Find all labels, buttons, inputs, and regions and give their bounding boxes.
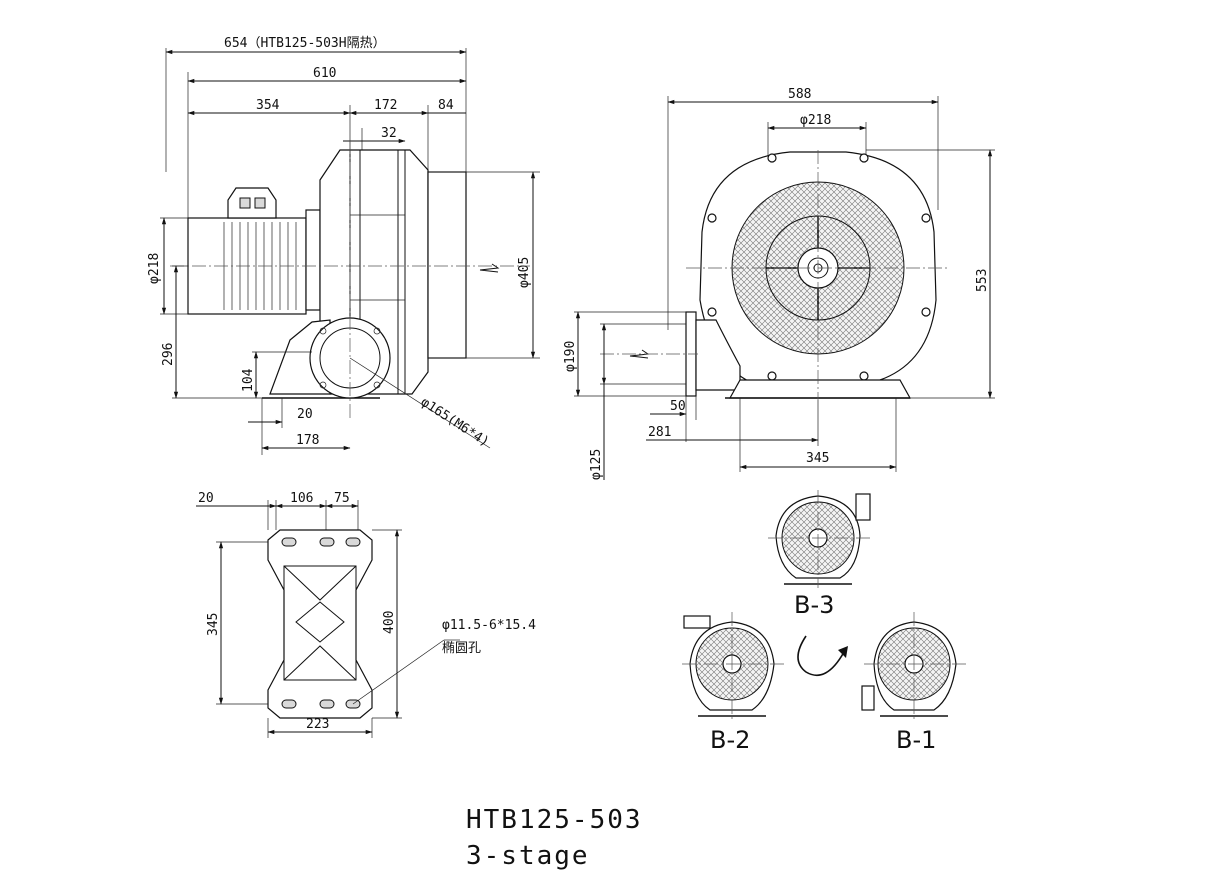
- rotation-arrow-icon: [797, 635, 848, 677]
- dim-stage-width: 32: [381, 126, 397, 141]
- dim-front-width: 588: [788, 87, 811, 102]
- terminal-box: [227, 187, 277, 219]
- dim-flange: φ165(M6*4): [418, 395, 492, 450]
- orientation-b1: B-1: [861, 612, 966, 754]
- dim-inlet-height: 104: [241, 368, 256, 392]
- dim-housing-dia: φ405: [517, 257, 532, 288]
- dim-outlet-bore: φ125: [589, 449, 604, 480]
- dim-hole-pitch: 345: [206, 613, 221, 636]
- outlet-cover: [427, 171, 467, 359]
- side-view: 654（HTB125-503H隔热） 610 354 172 84 32: [147, 36, 540, 455]
- dim-shaft-height: 296: [161, 343, 176, 366]
- dim-hub-dia: φ218: [800, 113, 831, 128]
- dim-motor-dia: φ218: [147, 253, 162, 284]
- dim-base-width-bottom: 223: [306, 717, 329, 732]
- dim-outlet-offset: 281: [648, 425, 671, 440]
- flow-arrow-icon: [479, 263, 500, 273]
- base-view: 20 106 75 345 400 223 φ11.5-6*15.4 椭圆孔: [196, 491, 536, 738]
- orientation-b2: B-2: [682, 612, 784, 754]
- dim-motor-length: 354: [256, 98, 280, 113]
- front-base: [728, 379, 912, 399]
- dim-overall-insulated: 654（HTB125-503H隔热）: [224, 36, 386, 51]
- dim-base-width: 345: [806, 451, 829, 466]
- dim-outlet-depth: 84: [438, 98, 454, 113]
- dim-overall: 610: [313, 66, 336, 81]
- dim-base-length: 400: [382, 611, 397, 634]
- stage-count: 3-stage: [466, 841, 590, 871]
- label-b3: B-3: [794, 591, 834, 619]
- model-name: HTB125-503: [466, 805, 643, 835]
- dim-front-height: 553: [975, 269, 990, 292]
- dim-outlet-dia: φ190: [563, 341, 578, 372]
- dim-foot-to-inlet: 178: [296, 433, 319, 448]
- label-b1: B-1: [896, 726, 936, 754]
- label-b2: B-2: [710, 726, 750, 754]
- orientation-b3: B-3: [768, 490, 871, 619]
- dim-base-edge: 20: [198, 491, 214, 506]
- dim-housing-length: 172: [374, 98, 397, 113]
- dim-slot-pitch: 106: [290, 491, 313, 506]
- front-view: 588 φ218: [563, 87, 995, 480]
- dim-foot-offset: 20: [297, 407, 313, 422]
- dim-flange-thk: 50: [670, 399, 686, 414]
- hole-spec: φ11.5-6*15.4: [442, 618, 536, 633]
- hole-name: 椭圆孔: [442, 640, 481, 656]
- dim-slot-span: 75: [334, 491, 350, 506]
